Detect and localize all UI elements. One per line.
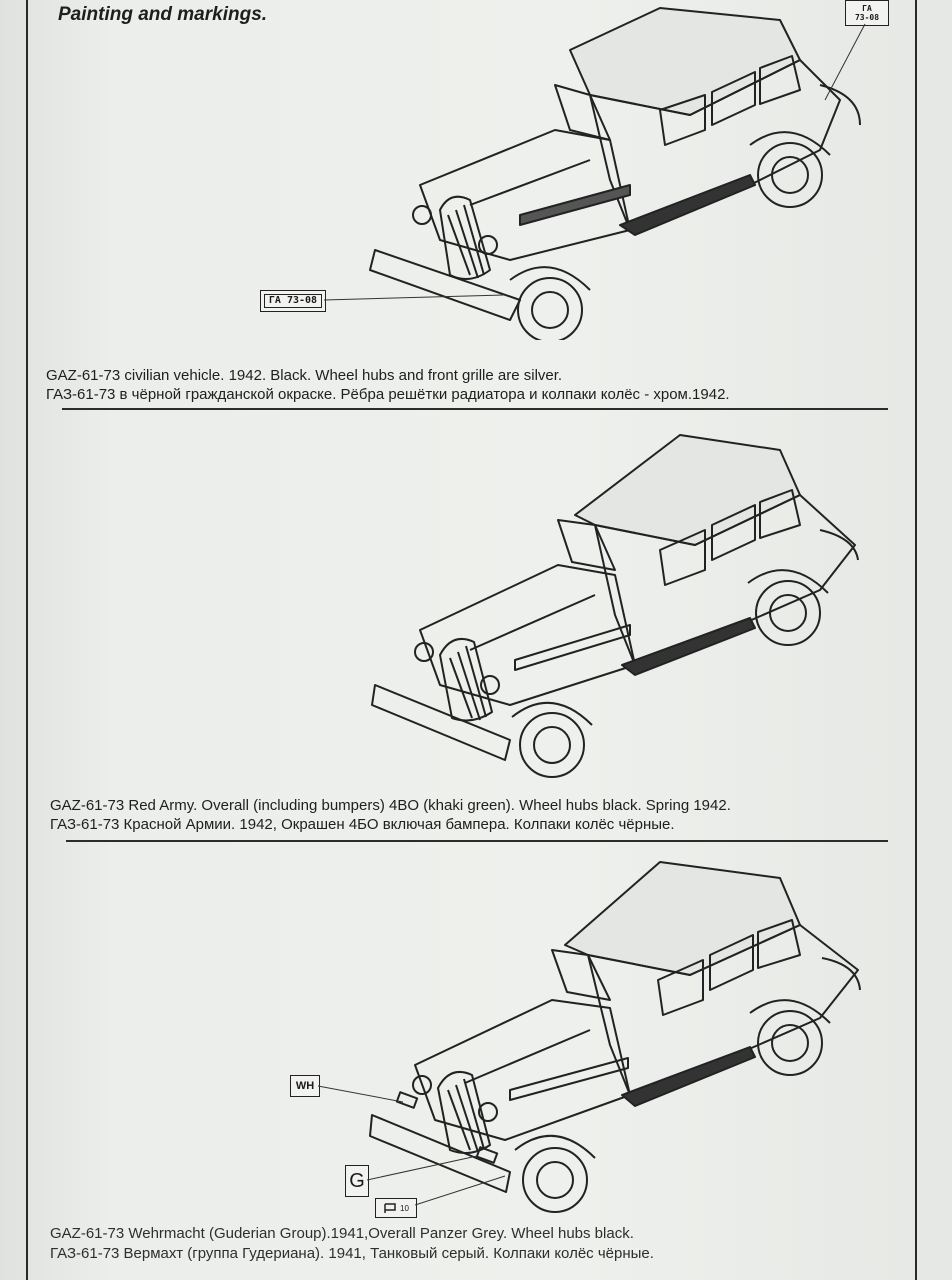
decal-marking-g: G bbox=[345, 1165, 369, 1197]
decal-marking-flag: 10 bbox=[375, 1198, 417, 1218]
car-illustration-red-army bbox=[371, 434, 859, 778]
leader-line-flag bbox=[415, 1175, 506, 1206]
section-divider bbox=[62, 408, 888, 410]
scheme-caption-ru: ГАЗ-61-73 Красной Армии. 1942, Окрашен 4… bbox=[50, 816, 675, 833]
leader-line-wh bbox=[318, 1085, 404, 1103]
page-border-right bbox=[915, 0, 917, 1280]
leader-line-rear-plate bbox=[824, 23, 866, 101]
decal-marking-wh: WH bbox=[290, 1075, 320, 1097]
leader-line-g bbox=[367, 1155, 478, 1181]
rear-plate-label: ГА 73-08 bbox=[845, 0, 889, 26]
leader-line-front-plate bbox=[324, 294, 505, 301]
scheme-caption-en: GAZ-61-73 Wehrmacht (Guderian Group).194… bbox=[50, 1225, 634, 1242]
front-plate-label: ГА 73-08 bbox=[260, 290, 326, 312]
page-border-left bbox=[26, 0, 28, 1280]
car-illustration-wehrmacht bbox=[369, 861, 861, 1213]
scheme-caption-ru: ГАЗ-61-73 в чёрной гражданской окраске. … bbox=[46, 386, 730, 403]
scheme-caption-ru: ГАЗ-61-73 Вермахт (группа Гудериана). 19… bbox=[50, 1245, 654, 1262]
section-divider bbox=[66, 840, 888, 842]
page-title: Painting and markings. bbox=[58, 4, 268, 25]
scheme-caption-en: GAZ-61-73 civilian vehicle. 1942. Black.… bbox=[46, 367, 563, 384]
car-illustration-civilian bbox=[369, 7, 861, 340]
flag-icon bbox=[384, 1203, 396, 1213]
scheme-caption-en: GAZ-61-73 Red Army. Overall (including b… bbox=[50, 797, 731, 814]
